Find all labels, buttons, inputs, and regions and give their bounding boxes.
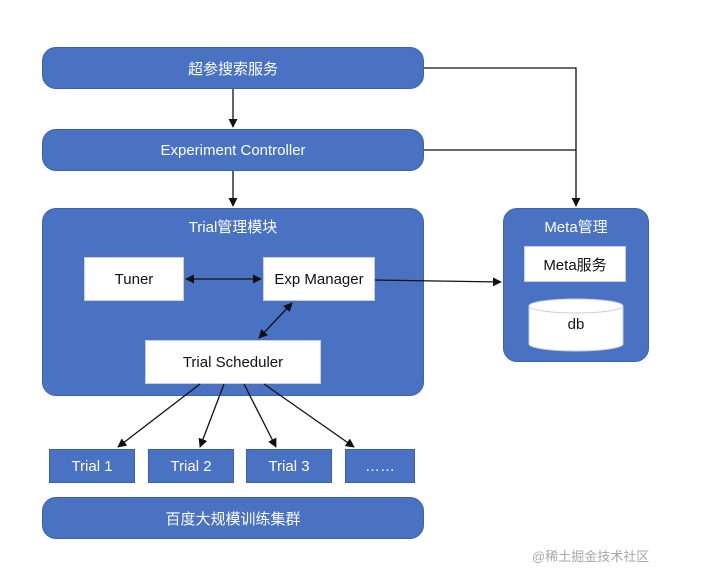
hyper-search-service-label: 超参搜索服务 [187,60,278,78]
trial-2-label: Trial 2 [170,457,212,475]
arrow-scheduler-trial-2 [198,383,225,448]
trial-scheduler-label: Trial Scheduler [182,353,284,371]
arrow-exp-manager-to-meta [374,277,502,287]
arrow-scheduler-trial-more [263,383,355,448]
db-cylinder [528,298,624,352]
watermark: @稀土掘金技术社区 [532,549,650,564]
trial-1-box: Trial 1 [49,449,135,483]
experiment-controller-label: Experiment Controller [160,141,306,159]
trial-3-label: Trial 3 [268,457,310,475]
exp-manager-label: Exp Manager [274,270,364,288]
trial-scheduler-box: Trial Scheduler [145,340,321,384]
trial-1-label: Trial 1 [71,457,113,475]
trial-2-box: Trial 2 [148,449,234,483]
arrow-exp-manager-scheduler [258,302,293,339]
trial-more-label: …… [365,457,395,475]
tuner-label: Tuner [114,270,154,288]
trial-3-box: Trial 3 [246,449,332,483]
meta-management-title: Meta管理 [544,219,608,236]
tuner-box: Tuner [84,257,184,301]
trial-more-box: …… [345,449,415,483]
arrow-scheduler-trial-3 [243,383,277,448]
exp-manager-box: Exp Manager [263,257,375,301]
training-cluster: 百度大规模训练集群 [42,497,424,539]
trial-module-title: Trial管理模块 [188,219,278,236]
experiment-controller: Experiment Controller [42,129,424,171]
hyper-search-service: 超参搜索服务 [42,47,424,89]
meta-service-label: Meta服务 [543,256,607,274]
arrow-scheduler-trial-1 [117,383,201,448]
training-cluster-label: 百度大规模训练集群 [165,510,301,528]
meta-service-box: Meta服务 [524,246,626,282]
connector-search-to-meta [424,67,581,207]
